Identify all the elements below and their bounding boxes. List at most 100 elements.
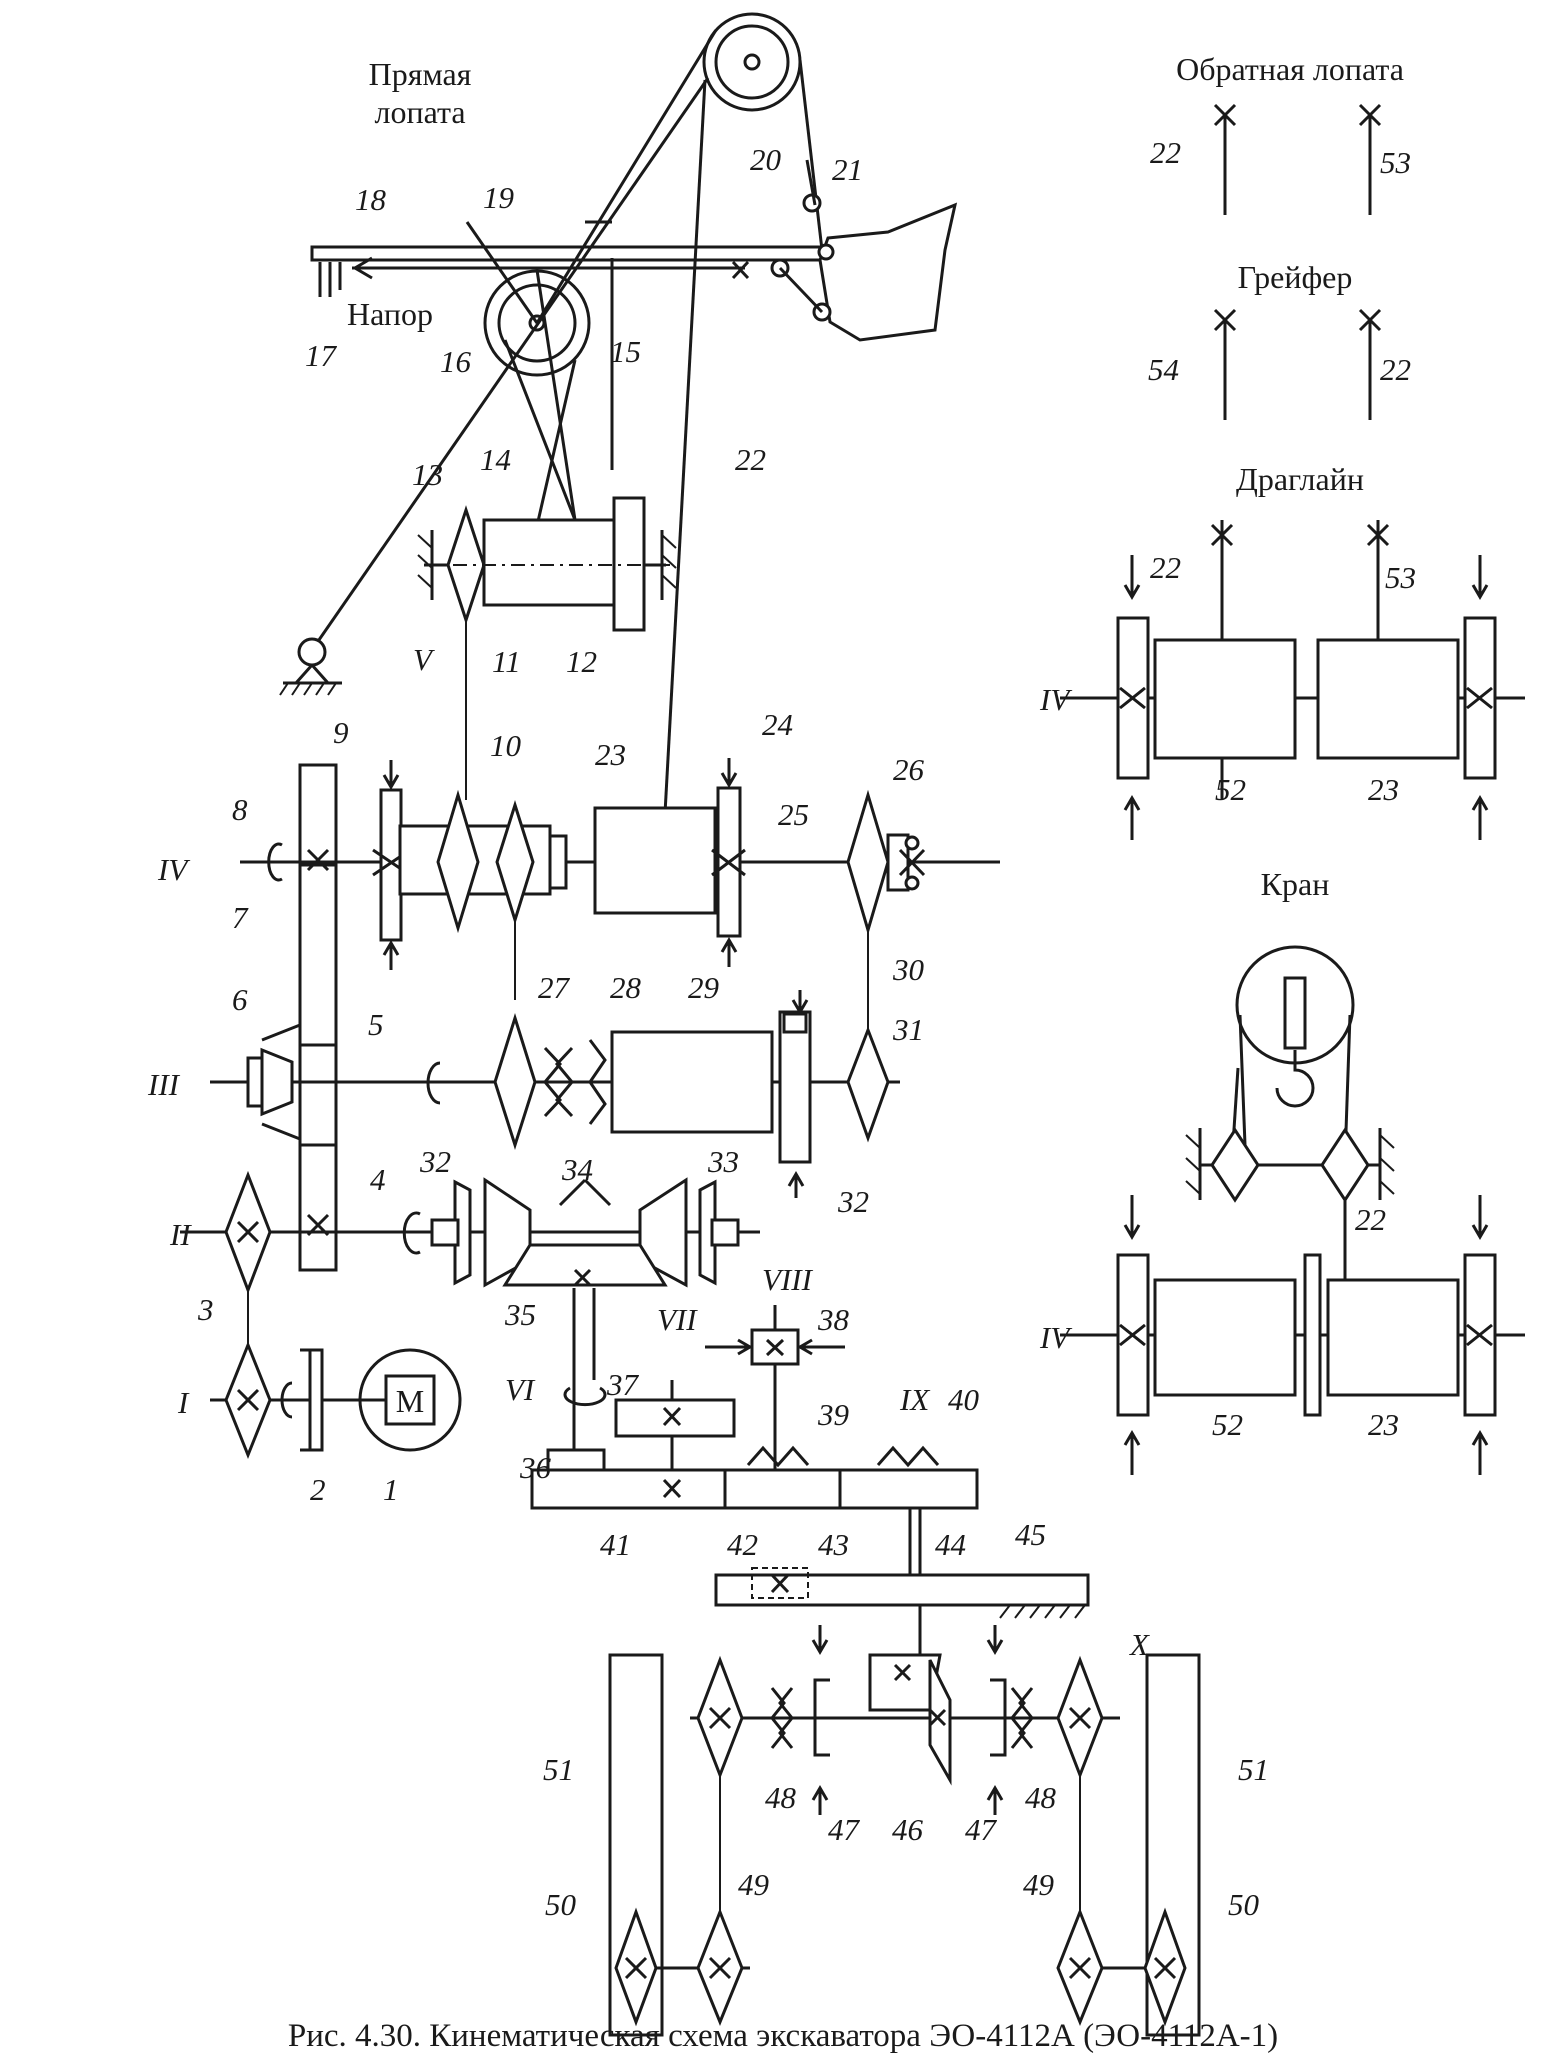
- part-label: 19: [483, 180, 514, 215]
- part-label: 37: [606, 1367, 640, 1402]
- part-label: 4: [370, 1162, 386, 1197]
- part-label: 23: [595, 737, 626, 772]
- shaft-label: III: [147, 1067, 181, 1102]
- part-label: 22: [735, 442, 766, 477]
- part-label: 26: [893, 752, 925, 787]
- part-label: 47: [965, 1812, 998, 1847]
- stick-18: [310, 245, 834, 262]
- part-label: 33: [707, 1144, 739, 1179]
- part-label: 39: [817, 1397, 849, 1432]
- heading-pryamaya-2: лопата: [374, 94, 465, 130]
- part-label: 49: [1023, 1867, 1054, 1902]
- shaft-label: I: [177, 1385, 190, 1420]
- heading-greifer: Грейфер: [1238, 259, 1353, 295]
- part-label: 6: [232, 982, 248, 1017]
- heading-obratnaya: Обратная лопата: [1176, 51, 1404, 87]
- part-label: 13: [412, 457, 443, 492]
- part-label: 31: [892, 1012, 924, 1047]
- part-label: 46: [892, 1812, 924, 1847]
- headings: Прямая лопата Напор Обратная лопата Грей…: [347, 51, 1404, 902]
- part-label: 23: [1368, 772, 1399, 807]
- part-label: 49: [738, 1867, 769, 1902]
- part-label: 50: [1228, 1887, 1260, 1922]
- part-label: 45: [1015, 1517, 1046, 1552]
- shaft-label: IV: [1039, 682, 1072, 717]
- part-label: 51: [543, 1752, 574, 1787]
- part-label: 2: [310, 1472, 326, 1507]
- figure-caption: Рис. 4.30. Кинематическая схема экскават…: [288, 2018, 1278, 2054]
- part-label: 54: [1148, 352, 1179, 387]
- part-label: 8: [232, 792, 248, 827]
- part-label: 43: [818, 1527, 849, 1562]
- pulley-axle-icon: [743, 53, 761, 71]
- motor-icon: [358, 1348, 462, 1452]
- heading-napor: Напор: [347, 296, 433, 332]
- hook-icon: [1275, 1050, 1315, 1108]
- part-label: 17: [305, 338, 338, 373]
- part-label: 52: [1212, 1407, 1243, 1442]
- part-label: 42: [727, 1527, 758, 1562]
- shaft-label: VI: [505, 1372, 536, 1407]
- part-label: 32: [419, 1144, 451, 1179]
- main-gearbox-group: М: [180, 758, 1000, 1460]
- part-label: 24: [762, 707, 793, 742]
- shaft-label: VII: [657, 1302, 698, 1337]
- shaft-label: IV: [157, 852, 190, 887]
- part-label: 47: [828, 1812, 861, 1847]
- part-label: 7: [232, 900, 249, 935]
- part-label: 16: [440, 344, 472, 379]
- part-label: 34: [561, 1152, 593, 1187]
- part-label: 48: [765, 1780, 797, 1815]
- part-label: 53: [1385, 560, 1416, 595]
- shaft-labels: IV III II I V VI VII VIII IX X IV IV: [147, 642, 1150, 1662]
- part-label: 22: [1355, 1202, 1386, 1237]
- part-label: 10: [490, 728, 522, 763]
- part-label: 36: [519, 1450, 552, 1485]
- part-label: 38: [817, 1302, 850, 1337]
- shaft-label: VIII: [762, 1262, 814, 1297]
- crowd-drum-group: [417, 496, 677, 800]
- part-label: 23: [1368, 1407, 1399, 1442]
- part-label: 20: [750, 142, 782, 177]
- part-label: 3: [197, 1292, 214, 1327]
- part-label: 35: [504, 1297, 536, 1332]
- part-label: 15: [610, 334, 641, 369]
- shaft-label: V: [413, 642, 435, 677]
- part-label: 44: [935, 1527, 966, 1562]
- heading-dragline: Драглайн: [1236, 461, 1364, 497]
- part-label: 40: [948, 1382, 980, 1417]
- heading-kran: Кран: [1261, 866, 1330, 902]
- part-label: 22: [1150, 550, 1181, 585]
- part-label: 5: [368, 1007, 384, 1042]
- part-label: 29: [688, 970, 719, 1005]
- travel-gearbox-group: [530, 1305, 1201, 2037]
- heading-pryamaya-1: Прямая: [369, 56, 472, 92]
- shaft-label: II: [169, 1217, 192, 1252]
- part-label: 30: [892, 952, 925, 987]
- front-shovel-group: [279, 12, 958, 906]
- part-label: 21: [832, 152, 863, 187]
- pulley-icon: [714, 24, 790, 100]
- part-label: 14: [480, 442, 511, 477]
- bucket: [818, 202, 958, 342]
- part-label: 27: [538, 970, 571, 1005]
- shaft-label: X: [1128, 1627, 1150, 1662]
- part-label: 52: [1215, 772, 1246, 807]
- part-numbers: 1 2 3 4 5 6 7 8 9 10 11 12 13 14 15 16 1…: [197, 135, 1416, 1922]
- part-label: 22: [1150, 135, 1181, 170]
- part-label: 41: [600, 1527, 631, 1562]
- shaft-label: IV: [1039, 1320, 1072, 1355]
- part-label: 53: [1380, 145, 1411, 180]
- part-label: 18: [355, 182, 387, 217]
- part-label: 32: [837, 1184, 869, 1219]
- part-label: 22: [1380, 352, 1411, 387]
- motor-label: М: [396, 1383, 424, 1419]
- shaft-label: IX: [899, 1382, 930, 1417]
- part-label: 28: [610, 970, 642, 1005]
- part-label: 12: [566, 644, 597, 679]
- part-label: 1: [383, 1472, 399, 1507]
- variants-group: [1060, 103, 1525, 1475]
- part-label: 51: [1238, 1752, 1269, 1787]
